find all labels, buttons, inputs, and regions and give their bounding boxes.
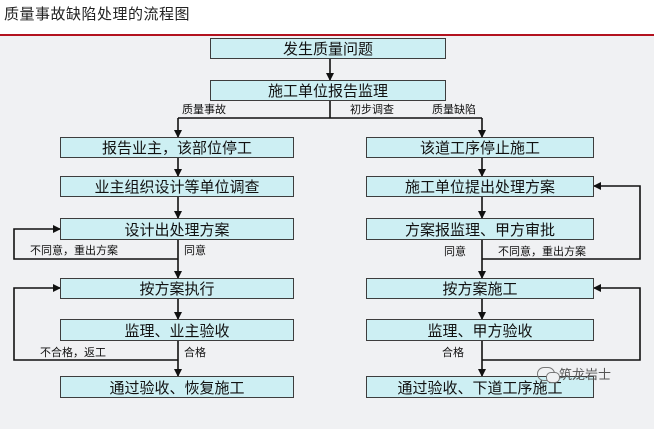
node-report-supervisor: 施工单位报告监理: [210, 80, 446, 101]
label-quality-accident: 质量事故: [182, 103, 226, 116]
loop-left-disagree: [13, 225, 178, 260]
node-left-2: 业主组织设计等单位调查: [60, 176, 294, 197]
node-left-3: 设计出处理方案: [60, 218, 294, 240]
node-right-1: 该道工序停止施工: [366, 137, 594, 158]
node-left-5: 监理、业主验收: [60, 319, 294, 341]
label-left-agree: 同意: [184, 244, 206, 257]
label-right-disagree: 不同意，重出方案: [498, 245, 586, 258]
node-right-2: 施工单位提出处理方案: [366, 176, 594, 197]
loop-left-rework: [13, 284, 178, 361]
label-left-pass: 合格: [184, 346, 206, 359]
node-left-6: 通过验收、恢复施工: [60, 376, 294, 398]
watermark-text: 筑龙岩士: [559, 368, 612, 383]
node-right-5: 监理、甲方验收: [366, 319, 594, 341]
watermark: 筑龙岩士: [537, 364, 611, 383]
label-right-pass: 合格: [442, 346, 464, 359]
node-right-4: 按方案施工: [366, 278, 594, 299]
page-title: 质量事故缺陷处理的流程图: [4, 5, 191, 23]
loop-right-disagree: [482, 182, 641, 260]
node-right-3: 方案报监理、甲方审批: [366, 218, 594, 240]
label-left-disagree: 不同意，重出方案: [30, 244, 118, 257]
title-divider: [0, 34, 654, 36]
node-right-6: 通过验收、下道工序施工: [366, 376, 594, 398]
label-left-fail: 不合格，返工: [40, 346, 106, 359]
label-initial-investigation: 初步调查: [350, 103, 394, 116]
node-start: 发生质量问题: [210, 38, 446, 59]
chat-bubble-icon: [537, 366, 560, 383]
label-quality-defect: 质量缺陷: [432, 103, 476, 116]
node-left-1: 报告业主，该部位停工: [60, 137, 294, 158]
node-left-4: 按方案执行: [60, 278, 294, 299]
label-right-agree: 同意: [444, 245, 466, 258]
loop-right-rework: [482, 284, 641, 361]
